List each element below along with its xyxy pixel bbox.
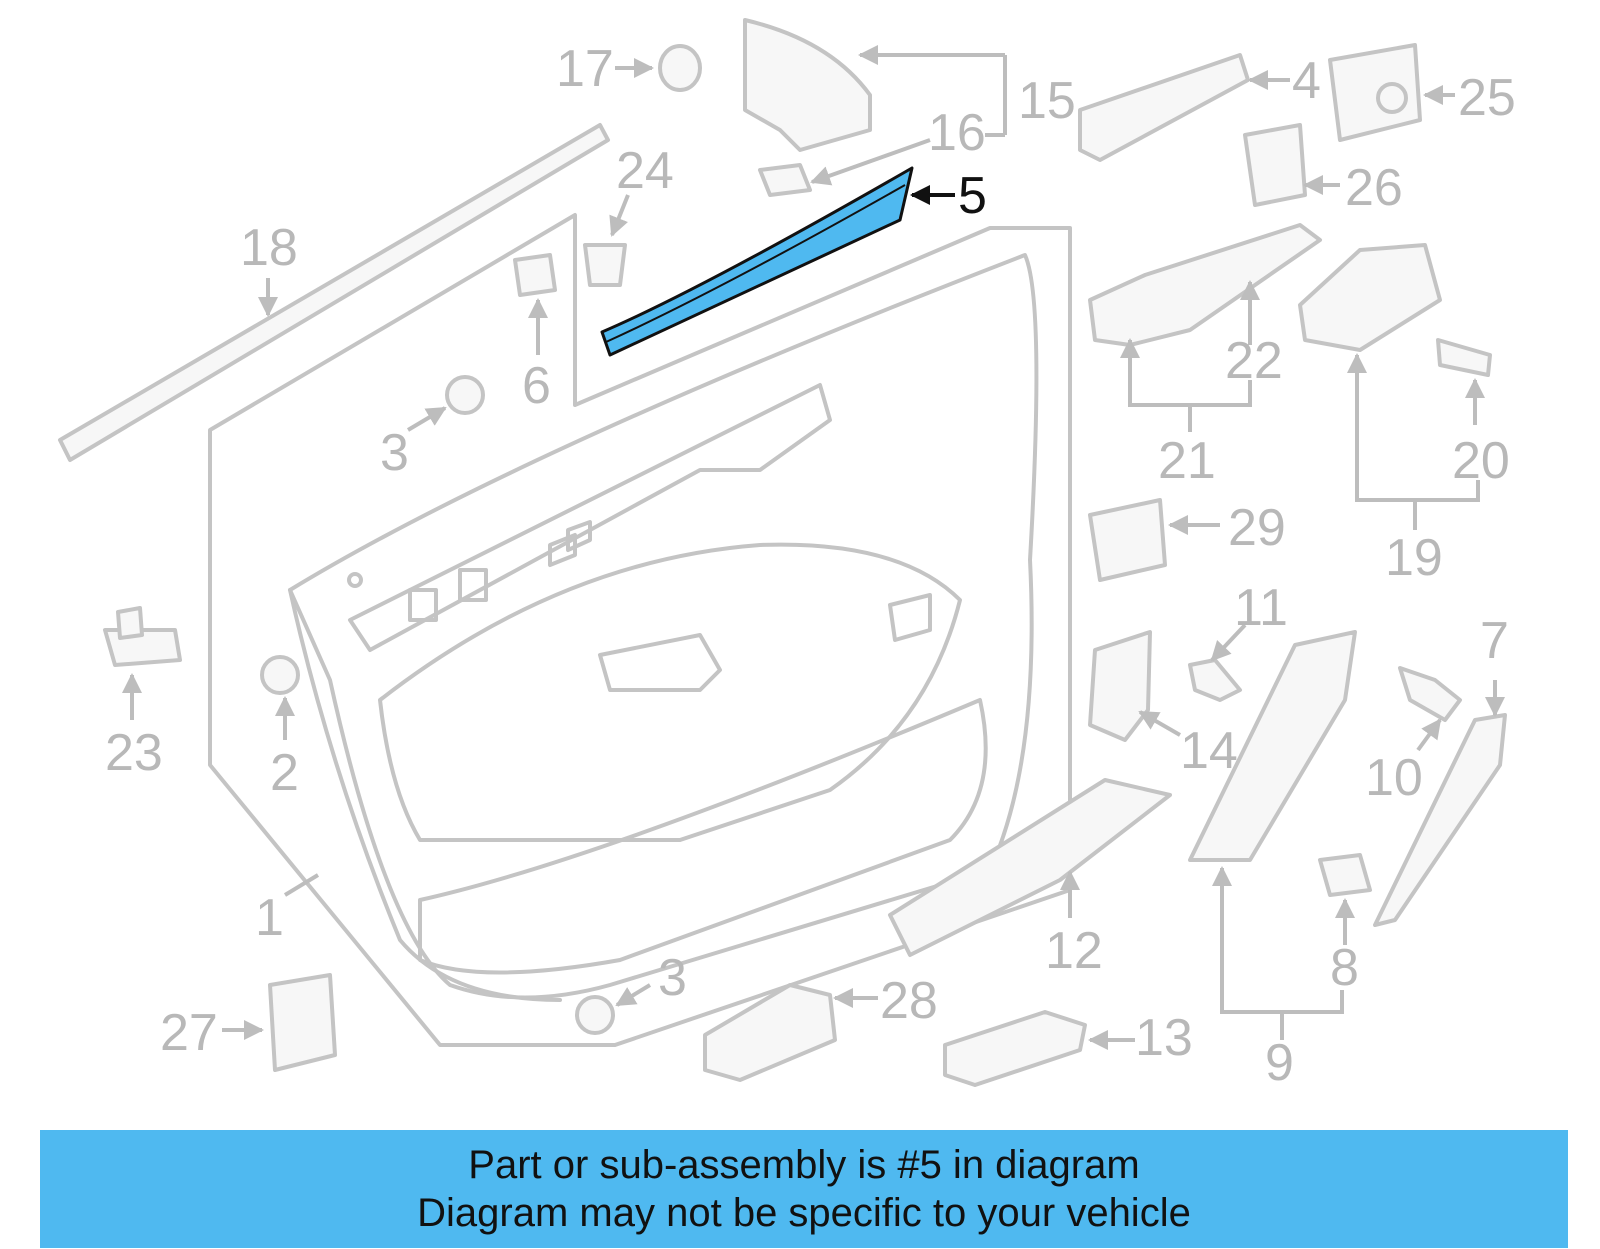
part-10-screw [1398,666,1462,722]
part-25-switch [1328,43,1422,142]
callout-14: 14 [1180,722,1238,780]
banner-line-2: Diagram may not be specific to your vehi… [417,1191,1191,1235]
callout-16: 16 [928,104,986,162]
callout-28: 28 [880,972,938,1030]
part-6-clip [513,253,557,297]
callout-21: 21 [1158,432,1216,490]
callout-27: 27 [160,1004,218,1062]
callout-3-lower: 3 [658,949,687,1007]
info-banner: Part or sub-assembly is #5 in diagram Di… [40,1130,1568,1248]
callout-1: 1 [255,889,284,947]
part-13-bezel [943,1010,1087,1087]
part-27-switch [268,973,337,1072]
part-17-clip [658,44,702,92]
door-trim-panel [208,213,1072,1047]
callout-20: 20 [1452,432,1510,490]
callout-19: 19 [1385,529,1443,587]
callout-23: 23 [105,724,163,782]
callout-labels: 17 15 16 4 25 26 5 24 18 6 3 22 21 20 19… [105,40,1516,1092]
part-24-clip [583,243,627,287]
callout-5: 5 [958,167,987,225]
part-9-trim-strip [1188,630,1357,862]
part-28-switch-pack [703,983,837,1082]
callout-10: 10 [1365,749,1423,807]
part-19-bezel [1298,243,1442,352]
callout-18: 18 [240,219,298,277]
part-26-switch [1243,123,1307,207]
part-2-clip [260,655,300,695]
callout-4: 4 [1292,52,1321,110]
leader-lines [122,45,1505,1050]
callout-11: 11 [1234,579,1288,637]
callout-25: 25 [1458,69,1516,127]
callout-22: 22 [1225,332,1283,390]
part-29-switch [1088,498,1167,582]
callout-7: 7 [1480,612,1509,670]
part-16-clip [758,163,812,197]
part-23-clip [103,606,182,667]
callout-13: 13 [1135,1009,1193,1067]
part-12-trim [888,778,1172,957]
part-14-bezel [1088,630,1152,742]
callout-15: 15 [1018,72,1076,130]
highlighted-part-5[interactable] [600,166,914,357]
part-15-bracket [743,18,872,152]
banner-line-1: Part or sub-assembly is #5 in diagram [468,1143,1140,1187]
callout-17: 17 [556,40,614,98]
callout-24: 24 [616,142,674,200]
callout-29: 29 [1228,499,1286,557]
part-22-handle-assembly [1088,223,1322,347]
part-4-handle [1078,53,1250,162]
part-11-screw [1188,658,1242,702]
callout-9: 9 [1265,1034,1294,1092]
callout-26: 26 [1345,159,1403,217]
callout-12: 12 [1045,922,1103,980]
part-3-clip-upper [445,375,485,415]
callout-3-upper: 3 [380,424,409,482]
part-18-weatherstrip [58,123,610,462]
callout-2: 2 [270,744,299,802]
part-7-trim-strip [1373,713,1507,927]
part-3-clip-lower [575,995,615,1035]
part-8-clip [1318,853,1372,897]
callout-8: 8 [1330,939,1359,997]
callout-6: 6 [522,357,551,415]
part-20-screw [1436,338,1492,377]
